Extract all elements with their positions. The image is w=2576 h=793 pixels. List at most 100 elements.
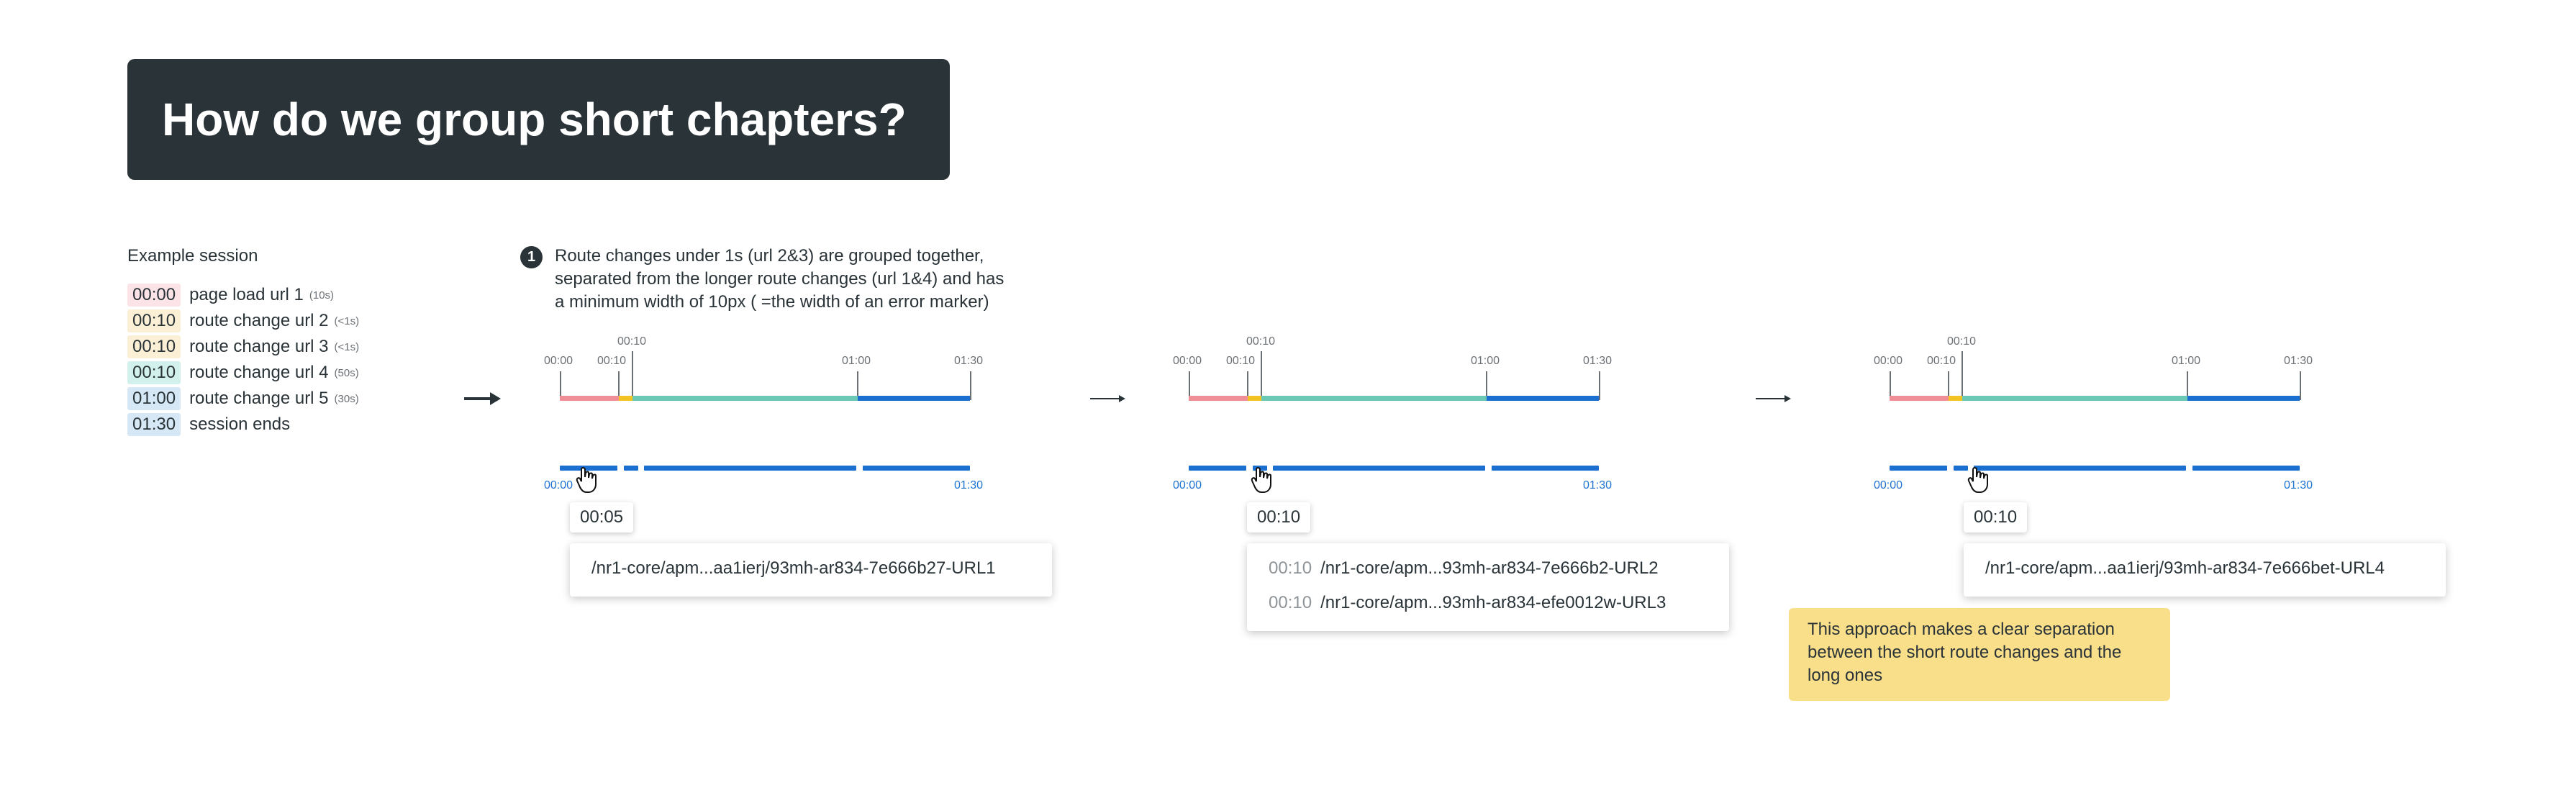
segment-url4 <box>1962 396 2187 401</box>
tick-line <box>1890 371 1891 400</box>
tick-line <box>970 371 971 400</box>
segment-url5 <box>1487 396 1599 401</box>
legend-note: (30s) <box>334 392 359 405</box>
chapter-bar-url4[interactable] <box>1974 466 2186 471</box>
segment-url1 <box>1189 396 1248 401</box>
tick-line <box>1189 371 1190 400</box>
hand-pointer-icon <box>1251 466 1275 494</box>
hand-pointer-icon <box>576 466 600 494</box>
arrow-right-icon <box>1756 393 1792 404</box>
description-line: separated from the longer route changes … <box>555 269 1004 289</box>
legend-label: route change url 4 <box>189 363 329 382</box>
chapter-bar-url1[interactable] <box>1189 466 1246 471</box>
tick-label: 00:00 <box>1874 355 1903 367</box>
tick-label: 00:10 <box>1927 355 1956 367</box>
chapter-tooltip: 00:10/nr1-core/apm...93mh-ar834-7e666b2-… <box>1247 543 1729 631</box>
chapter-bar-url4[interactable] <box>644 466 856 471</box>
segment-url23 <box>1248 396 1261 401</box>
page-title: How do we group short chapters? <box>162 94 907 145</box>
legend-time: 01:30 <box>127 413 181 436</box>
tick-line <box>1486 371 1487 400</box>
legend-heading: Example session <box>127 246 258 266</box>
tick-label: 01:30 <box>954 355 984 367</box>
tick-line <box>857 371 858 400</box>
legend-label: session ends <box>189 414 291 434</box>
segment-url1 <box>560 396 619 401</box>
tick-line <box>2300 371 2301 400</box>
title-banner: How do we group short chapters? <box>127 59 950 180</box>
tooltip-path: /nr1-core/apm...aa1ierj/93mh-ar834-7e666… <box>1985 558 2385 578</box>
arrow-right-icon <box>464 390 502 407</box>
tick-label: 01:00 <box>1471 355 1500 367</box>
tick-label: 01:30 <box>1583 355 1613 367</box>
legend-time: 00:10 <box>127 309 181 332</box>
legend-item: 00:10 route change url 2 (<1s) <box>127 309 359 333</box>
tick-line <box>1962 351 1963 400</box>
time-chip: 00:05 <box>570 502 634 533</box>
tooltip-time: 00:10 <box>1269 593 1312 612</box>
tick-line <box>618 371 620 400</box>
legend-label: route change url 5 <box>189 389 329 408</box>
tick-line <box>1261 351 1262 400</box>
segment-url1 <box>1890 396 1949 401</box>
legend-item: 01:30 session ends <box>127 412 290 437</box>
legend-item: 00:10 route change url 4 (50s) <box>127 361 359 385</box>
tick-label: 01:30 <box>2284 355 2313 367</box>
segment-url5 <box>858 396 970 401</box>
bottom-start-label: 00:00 <box>1173 479 1202 491</box>
segment-url23 <box>619 396 632 401</box>
segment-url4 <box>632 396 858 401</box>
legend-time: 00:10 <box>127 361 181 384</box>
tick-line <box>632 351 633 400</box>
tick-label: 01:00 <box>842 355 871 367</box>
legend-item: 00:00 page load url 1 (10s) <box>127 283 334 307</box>
chapter-bar-url5[interactable] <box>2192 466 2300 471</box>
sticky-note: This approach makes a clear separation b… <box>1789 608 2170 701</box>
tooltip-path: /nr1-core/apm...aa1ierj/93mh-ar834-7e666… <box>591 558 996 578</box>
chapter-bar-url1[interactable] <box>1890 466 1947 471</box>
tick-line <box>1599 371 1600 400</box>
bottom-end-label: 01:30 <box>1583 479 1613 491</box>
chapter-tooltip: /nr1-core/apm...aa1ierj/93mh-ar834-7e666… <box>570 543 1052 597</box>
legend-label: page load url 1 <box>189 285 304 304</box>
description-line: a minimum width of 10px ( =the width of … <box>555 292 989 312</box>
bottom-end-label: 01:30 <box>954 479 984 491</box>
legend-label: route change url 3 <box>189 337 329 356</box>
chapter-bar-url5[interactable] <box>1492 466 1599 471</box>
chapter-bar-url23[interactable] <box>1954 466 1968 471</box>
tick-line <box>560 371 561 400</box>
segment-url5 <box>2187 396 2300 401</box>
legend-label: route change url 2 <box>189 311 329 330</box>
tooltip-row: 00:10/nr1-core/apm...93mh-ar834-efe0012w… <box>1269 593 1666 613</box>
description-line: Route changes under 1s (url 2&3) are gro… <box>555 246 984 266</box>
hand-pointer-icon <box>1967 466 1992 494</box>
tick-label: 01:00 <box>2172 355 2201 367</box>
tooltip-time: 00:10 <box>1269 558 1312 578</box>
chapter-tooltip: /nr1-core/apm...aa1ierj/93mh-ar834-7e666… <box>1964 543 2446 597</box>
segment-url23 <box>1949 396 1962 401</box>
segment-url4 <box>1261 396 1487 401</box>
chapter-bar-url4[interactable] <box>1273 466 1485 471</box>
chapter-bar-url5[interactable] <box>863 466 970 471</box>
tooltip-path: /nr1-core/apm...93mh-ar834-7e666b2-URL2 <box>1320 558 1659 578</box>
tick-label: 00:10 <box>617 335 647 348</box>
legend-note: (10s) <box>309 289 335 302</box>
chapter-bar-url23[interactable] <box>624 466 638 471</box>
tooltip-path: /nr1-core/apm...93mh-ar834-efe0012w-URL3 <box>1320 593 1666 612</box>
time-chip: 00:10 <box>1964 502 2028 533</box>
tick-label: 00:10 <box>1246 335 1276 348</box>
legend-item: 01:00 route change url 5 (30s) <box>127 386 359 411</box>
tick-label: 00:10 <box>1947 335 1977 348</box>
chapter-bar-url1[interactable] <box>560 466 617 471</box>
tick-line <box>1948 371 1949 400</box>
tick-label: 00:00 <box>544 355 573 367</box>
bottom-end-label: 01:30 <box>2284 479 2313 491</box>
legend-time: 01:00 <box>127 387 181 410</box>
legend-time: 00:10 <box>127 335 181 358</box>
tick-label: 00:10 <box>597 355 627 367</box>
tick-line <box>2187 371 2188 400</box>
legend-item: 00:10 route change url 3 (<1s) <box>127 335 359 359</box>
step-number: 1 <box>520 246 543 268</box>
tooltip-row: 00:10/nr1-core/apm...93mh-ar834-7e666b2-… <box>1269 558 1659 579</box>
tick-line <box>1247 371 1248 400</box>
